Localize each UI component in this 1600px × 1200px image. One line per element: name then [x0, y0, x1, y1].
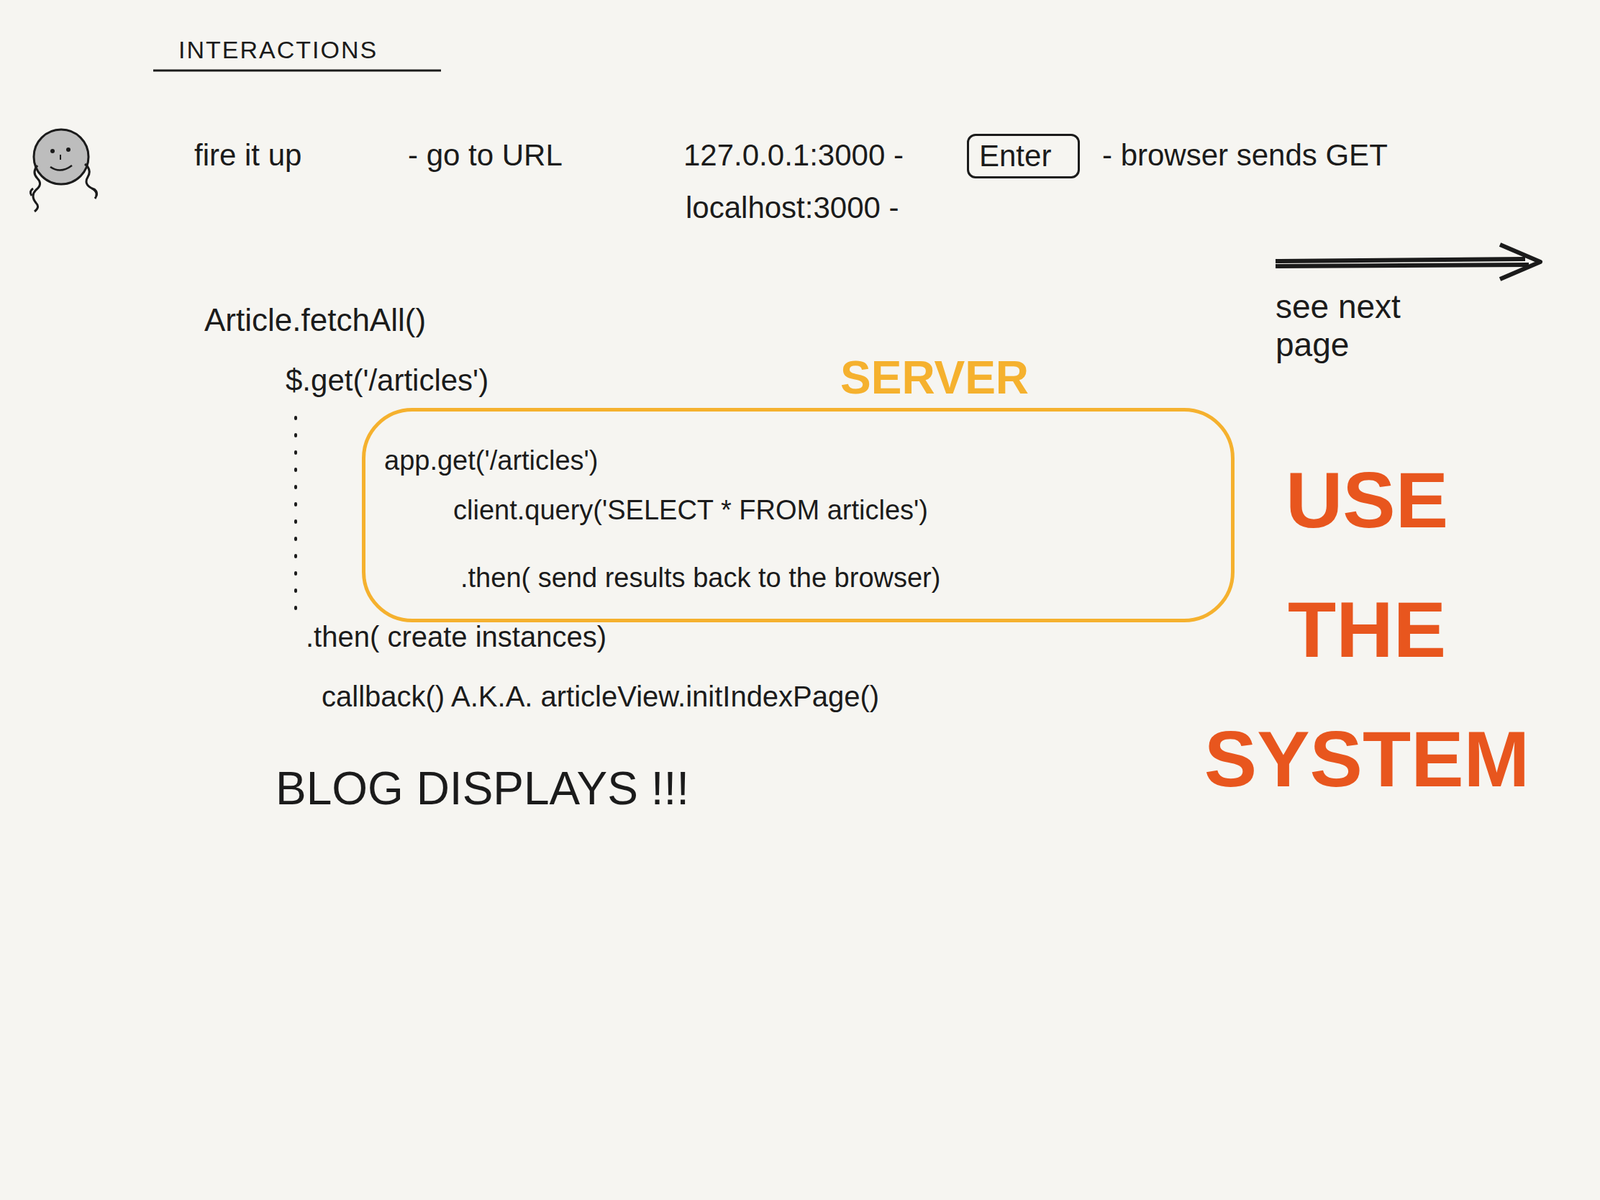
server-region: SERVERapp.get('/articles')client.query('… [361, 407, 1235, 623]
code-line: .then( send results back to the browser) [460, 560, 1200, 596]
note-label: Article.fetchAll() [204, 302, 426, 339]
region-heading: SERVER [840, 352, 1029, 403]
note-label: callback() A.K.A. articleView.initIndexP… [321, 679, 880, 713]
note-label: localhost:3000 - [685, 190, 900, 226]
key-box: Enter [966, 133, 1080, 179]
note-label: BLOG DISPLAYS !!! [275, 762, 690, 816]
code-line: Enter [979, 138, 1068, 174]
note-label: see next page [1275, 287, 1442, 365]
note-label: $.get('/articles') [285, 363, 489, 398]
note-label: - go to URL [407, 138, 563, 173]
face-icon [30, 129, 97, 212]
note-label: 127.0.0.1:3000 - [683, 138, 904, 173]
note-label: - browser sends GET [1102, 138, 1388, 173]
note-label: USE THE SYSTEM [1197, 435, 1536, 824]
code-line: app.get('/articles') [384, 443, 1200, 479]
next-page-arrow [1275, 244, 1541, 280]
dotted-flow-line [294, 417, 298, 613]
page-title: INTERACTIONS [178, 35, 378, 65]
note-label: fire it up [194, 138, 302, 173]
title-underline [153, 69, 442, 72]
note-label: .then( create instances) [305, 620, 607, 654]
code-line: client.query('SELECT * FROM articles') [453, 492, 1200, 529]
